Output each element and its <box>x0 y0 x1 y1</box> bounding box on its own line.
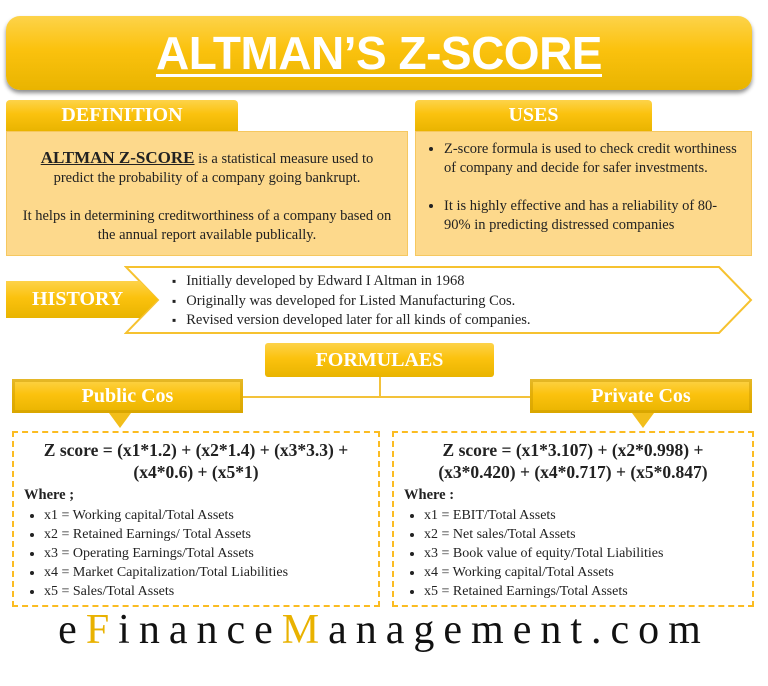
where-label: Where : <box>404 487 455 503</box>
arrow-down-icon <box>632 413 654 428</box>
private-cos-label: Private Cos <box>530 379 752 413</box>
variable-item: x1 = Working capital/Total Assets <box>44 506 368 525</box>
logo-text: anagement.com <box>328 607 710 653</box>
where-label: Where ; <box>24 487 75 503</box>
private-formula: Z score = (x1*3.107) + (x2*0.998) + (x3*… <box>438 440 708 482</box>
title-banner: ALTMAN’S Z-SCORE <box>6 16 752 90</box>
variable-item: x2 = Net sales/Total Assets <box>424 525 742 544</box>
connector-line <box>243 396 530 398</box>
history-list: Initially developed by Edward I Altman i… <box>172 272 531 331</box>
history-label: HISTORY <box>6 281 158 318</box>
variable-item: x5 = Retained Earnings/Total Assets <box>424 582 742 601</box>
definition-panel: ALTMAN Z-SCORE is a statistical measure … <box>6 131 408 256</box>
variable-item: x2 = Retained Earnings/ Total Assets <box>44 525 368 544</box>
definition-tab: DEFINITION <box>6 100 238 131</box>
private-formula-box: Z score = (x1*3.107) + (x2*0.998) + (x3*… <box>392 431 754 607</box>
variable-item: x1 = EBIT/Total Assets <box>424 506 742 525</box>
variable-item: x4 = Market Capitalization/Total Liabili… <box>44 563 368 582</box>
efinancemanagement-logo: eFinanceManagement.com <box>0 606 768 654</box>
uses-tab: USES <box>415 100 652 131</box>
uses-panel: Z-score formula is used to check credit … <box>415 131 752 256</box>
public-formula: Z score = (x1*1.2) + (x2*1.4) + (x3*3.3)… <box>43 440 349 482</box>
logo-text: inance <box>118 607 282 653</box>
history-item: Originally was developed for Listed Manu… <box>172 292 531 312</box>
definition-text: is a statistical measure used to predict… <box>53 151 374 186</box>
variable-item: x5 = Sales/Total Assets <box>44 582 368 601</box>
arrow-down-icon <box>109 413 131 428</box>
history-item: Initially developed by Edward I Altman i… <box>172 272 531 292</box>
connector-line <box>379 377 381 397</box>
variable-item: x3 = Book value of equity/Total Liabilit… <box>424 544 742 563</box>
logo-text-highlight: M <box>281 607 329 653</box>
logo-text-highlight: F <box>85 607 119 653</box>
variable-item: x4 = Working capital/Total Assets <box>424 563 742 582</box>
public-cos-label: Public Cos <box>12 379 243 413</box>
uses-item: It is highly effective and has a reliabi… <box>444 197 741 235</box>
public-formula-box: Z score = (x1*1.2) + (x2*1.4) + (x3*3.3)… <box>12 431 380 607</box>
history-item: Revised version developed later for all … <box>172 311 530 331</box>
uses-item: Z-score formula is used to check credit … <box>444 140 741 178</box>
definition-term: ALTMAN Z-SCORE <box>40 148 195 167</box>
formulae-tab: FORMULAES <box>265 343 494 377</box>
page-title: ALTMAN’S Z-SCORE <box>155 27 603 79</box>
logo-text: e <box>58 607 86 653</box>
variable-item: x3 = Operating Earnings/Total Assets <box>44 544 368 563</box>
definition-text-2: It helps in determining creditworthiness… <box>22 208 392 243</box>
